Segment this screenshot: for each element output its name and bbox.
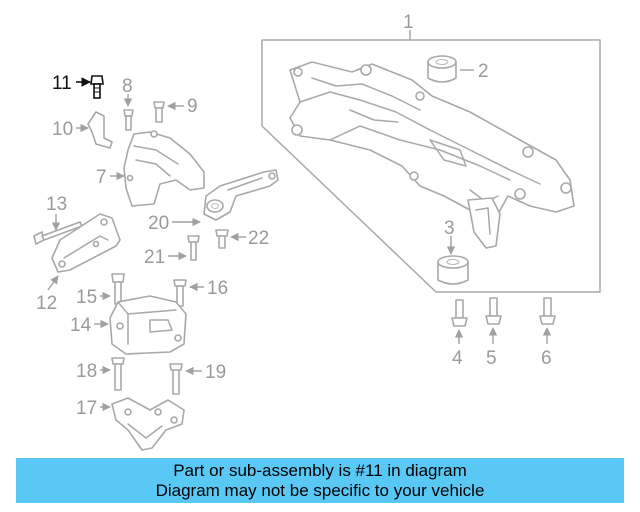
bolt-9 (153, 101, 184, 123)
bolt-11-highlighted (76, 75, 104, 99)
callout-21: 21 (144, 247, 165, 268)
callout-13: 13 (46, 194, 67, 215)
part-info-banner: Part or sub-assembly is #11 in diagram D… (16, 458, 624, 503)
bolt-19 (169, 363, 202, 395)
callout-5: 5 (486, 348, 497, 369)
bushing-3 (437, 236, 469, 285)
callout-18: 18 (76, 361, 97, 382)
banner-line-part: Part or sub-assembly is #11 in diagram (173, 461, 467, 480)
callout-8: 8 (122, 76, 133, 97)
callout-10: 10 (52, 119, 73, 140)
bolt-15 (100, 273, 125, 305)
bracket-17 (100, 397, 185, 451)
callout-3: 3 (444, 218, 455, 239)
engine-mount-7 (110, 130, 205, 207)
bolt-16 (173, 279, 204, 307)
banner-line-disclaimer: Diagram may not be specific to your vehi… (155, 481, 485, 500)
subframe-group-box (261, 30, 601, 293)
bolt-18 (100, 357, 125, 391)
callout-7: 7 (96, 167, 107, 188)
callout-2: 2 (478, 61, 489, 82)
bolt-21 (168, 235, 200, 261)
bolt-5 (485, 297, 502, 344)
bolt-6 (539, 297, 556, 344)
callout-15: 15 (76, 287, 97, 308)
callout-17: 17 (76, 398, 97, 419)
callout-4: 4 (452, 348, 463, 369)
callout-20: 20 (148, 213, 169, 234)
callout-9: 9 (187, 96, 198, 117)
callout-1: 1 (403, 12, 414, 33)
bushing-2 (427, 55, 474, 83)
transmission-mount-14 (94, 295, 187, 355)
callout-19: 19 (205, 362, 226, 383)
bolt-4 (451, 299, 468, 344)
callout-22: 22 (248, 228, 269, 249)
callout-16: 16 (207, 278, 228, 299)
subframe (289, 61, 575, 249)
callout-6: 6 (541, 348, 552, 369)
bolt-8 (123, 94, 134, 131)
callout-11-highlighted: 11 (52, 73, 72, 94)
bracket-12 (47, 213, 121, 291)
callout-12: 12 (36, 293, 57, 314)
torque-rod-20 (172, 169, 279, 227)
bolt-22 (215, 229, 246, 249)
bracket-10 (76, 111, 113, 149)
callout-14: 14 (70, 315, 92, 336)
